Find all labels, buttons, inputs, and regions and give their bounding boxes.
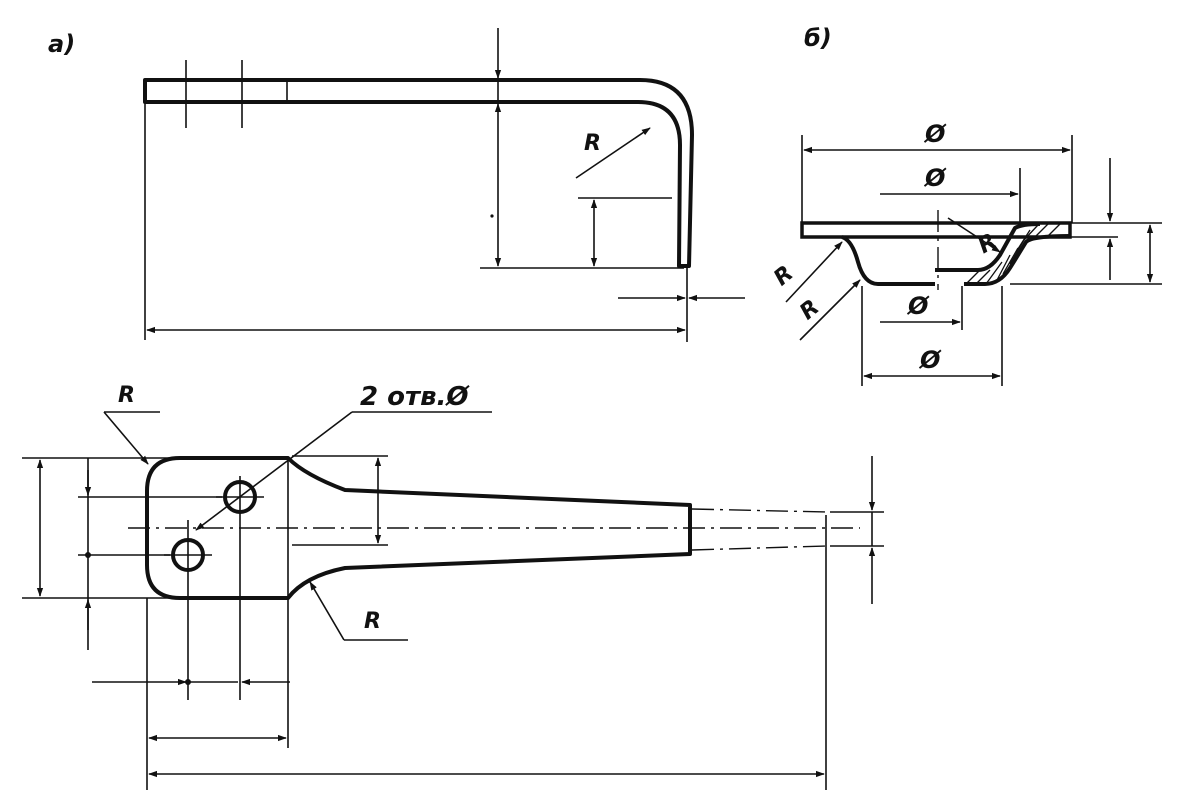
view-a-label: а) bbox=[48, 30, 75, 58]
upper-radius-leader bbox=[785, 241, 843, 303]
hole-pitch-dot bbox=[85, 552, 91, 558]
top-diameter-symbol: Ø bbox=[923, 164, 947, 192]
corner-radius-leader bbox=[103, 411, 149, 465]
hole-offset-dot bbox=[185, 679, 191, 685]
view-a-side: а) R bbox=[48, 28, 745, 342]
lower-radius-leader bbox=[799, 279, 861, 341]
upper-radius-label: R bbox=[769, 261, 798, 291]
bent-bar-outline bbox=[143, 78, 694, 268]
phantom-top bbox=[691, 508, 827, 513]
view-b-label: б) bbox=[804, 24, 832, 52]
bend-radius-leader bbox=[575, 127, 651, 179]
view-b-section: б) Ø Ø bbox=[769, 24, 1162, 386]
holes-note: 2 отв.Ø bbox=[360, 382, 470, 412]
cup-profile-left bbox=[841, 235, 935, 286]
cup-profile-right bbox=[935, 222, 1071, 286]
inner-radius-label: R bbox=[974, 229, 1001, 259]
flange-diameter-symbol: Ø bbox=[923, 120, 947, 148]
flange-plate bbox=[800, 221, 1072, 239]
view-a-plan: 2 отв.Ø R R bbox=[22, 382, 884, 790]
holes-note-leader bbox=[195, 411, 353, 531]
fillet-radius-label: R bbox=[364, 609, 381, 634]
inner-radius-leader bbox=[947, 217, 1001, 253]
bend-radius-label: R bbox=[584, 131, 601, 156]
height-dim-dot bbox=[490, 214, 494, 218]
hole-diameter-symbol: Ø bbox=[906, 292, 930, 320]
plan-outline bbox=[145, 456, 692, 600]
section-hatching bbox=[965, 223, 1061, 285]
corner-radius-label: R bbox=[118, 383, 135, 408]
bottom-diameter-symbol: Ø bbox=[918, 346, 942, 374]
fillet-radius-leader bbox=[309, 581, 345, 641]
phantom-bottom bbox=[691, 545, 827, 551]
